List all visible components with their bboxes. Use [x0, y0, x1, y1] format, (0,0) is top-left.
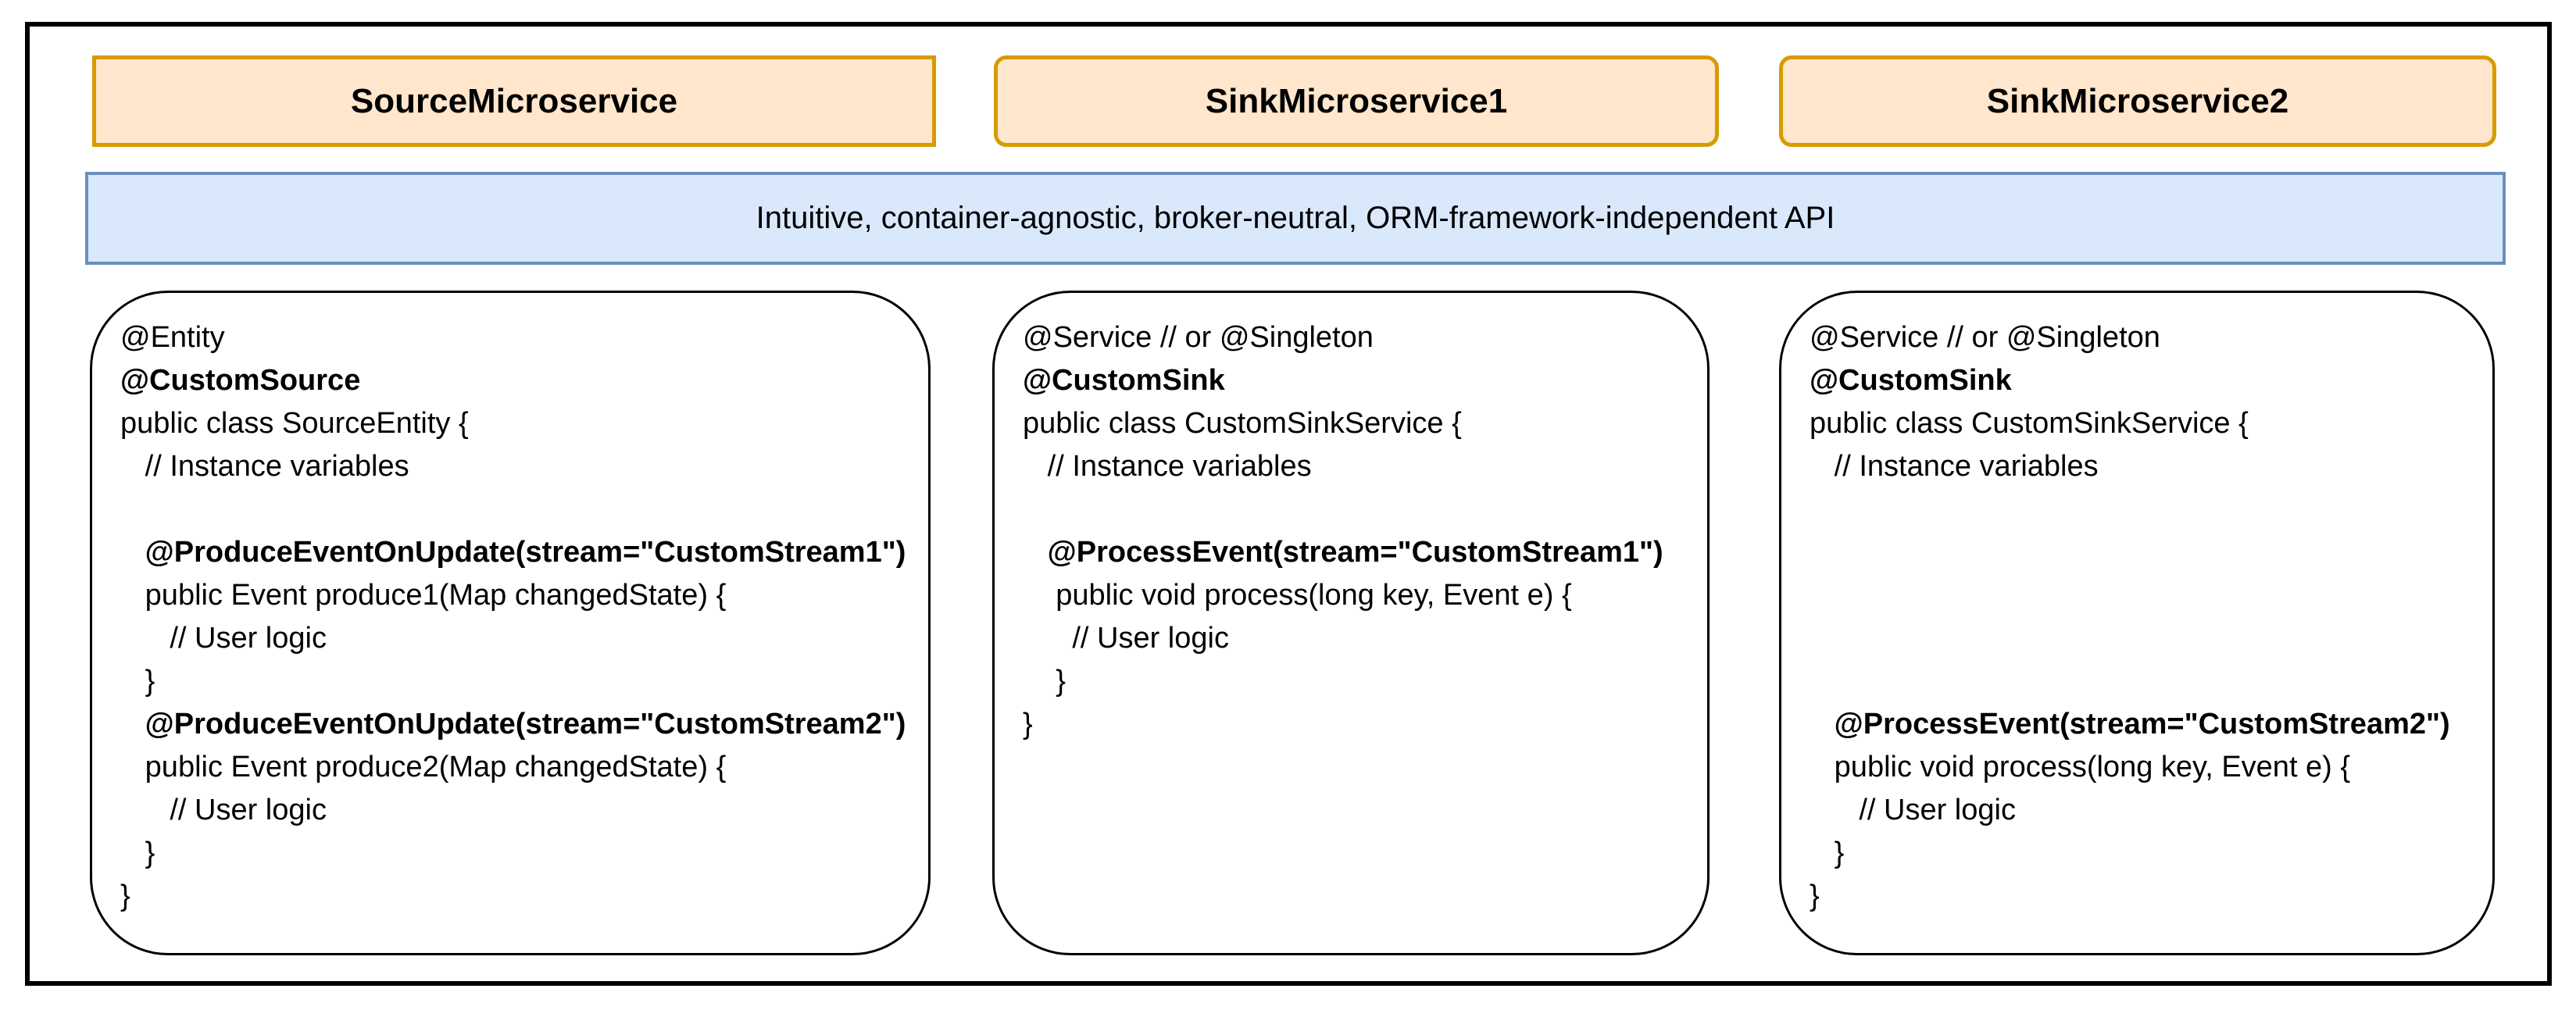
code-line: }	[1023, 708, 1033, 741]
api-banner-text: Intuitive, container-agnostic, broker-ne…	[756, 201, 1835, 235]
code-line	[1810, 531, 2492, 574]
code-line: @Service // or @Singleton	[1810, 321, 2160, 354]
code-line: // User logic	[120, 622, 327, 655]
api-banner: Intuitive, container-agnostic, broker-ne…	[85, 172, 2506, 265]
code-line: public class CustomSinkService {	[1810, 407, 2249, 440]
code-line: }	[120, 880, 130, 912]
code-line: }	[120, 837, 155, 869]
code-line: @ProduceEventOnUpdate(stream="CustomStre…	[120, 536, 906, 569]
code-line	[1810, 660, 2492, 703]
code-line: // User logic	[120, 794, 327, 826]
code-line: @Entity	[120, 321, 225, 354]
code-line: public void process(long key, Event e) {	[1023, 579, 1572, 612]
outer-frame	[25, 22, 2552, 986]
code-line: }	[1810, 880, 1820, 912]
header-source-microservice: SourceMicroservice	[92, 55, 936, 147]
code-line: public void process(long key, Event e) {	[1810, 751, 2351, 783]
code-content-sink-service-2: @Service // or @Singleton @CustomSink publ…	[1810, 316, 2492, 918]
code-line: @ProduceEventOnUpdate(stream="CustomStre…	[120, 708, 906, 741]
code-line: public Event produce1(Map changedState) …	[120, 579, 727, 612]
code-line: @Service // or @Singleton	[1023, 321, 1374, 354]
code-line	[1810, 488, 2492, 531]
code-line: @CustomSink	[1023, 364, 1225, 397]
code-line: // Instance variables	[120, 450, 409, 483]
code-content-sink-service-1: @Service // or @Singleton @CustomSink publ…	[1023, 316, 1707, 746]
header-sink-microservice-2-label: SinkMicroservice2	[1986, 81, 2289, 120]
code-line: // Instance variables	[1810, 450, 2099, 483]
header-sink-microservice-1: SinkMicroservice1	[994, 55, 1719, 147]
code-content-source-entity: @Entity @CustomSource public class SourceE…	[120, 316, 928, 918]
code-line	[1810, 574, 2492, 617]
code-line: @CustomSink	[1810, 364, 2012, 397]
code-line	[1810, 617, 2492, 660]
code-line: @ProcessEvent(stream="CustomStream2")	[1810, 708, 2450, 741]
code-line: }	[120, 665, 155, 698]
code-box-sink-service-2: @Service // or @Singleton @CustomSink publ…	[1779, 291, 2495, 955]
code-line: public class CustomSinkService {	[1023, 407, 1462, 440]
code-line: }	[1023, 665, 1066, 698]
code-line: @CustomSource	[120, 364, 361, 397]
code-line	[120, 488, 928, 531]
code-line: // Instance variables	[1023, 450, 1312, 483]
code-line: // User logic	[1023, 622, 1229, 655]
header-source-microservice-label: SourceMicroservice	[350, 81, 678, 120]
code-box-sink-service-1: @Service // or @Singleton @CustomSink publ…	[992, 291, 1710, 955]
header-sink-microservice-1-label: SinkMicroservice1	[1205, 81, 1508, 120]
code-line: }	[1810, 837, 1845, 869]
code-line: public Event produce2(Map changedState) …	[120, 751, 727, 783]
code-box-source-entity: @Entity @CustomSource public class SourceE…	[90, 291, 931, 955]
code-line	[1023, 488, 1707, 531]
header-sink-microservice-2: SinkMicroservice2	[1779, 55, 2496, 147]
code-line: @ProcessEvent(stream="CustomStream1")	[1023, 536, 1663, 569]
code-line: public class SourceEntity {	[120, 407, 469, 440]
code-line: // User logic	[1810, 794, 2016, 826]
